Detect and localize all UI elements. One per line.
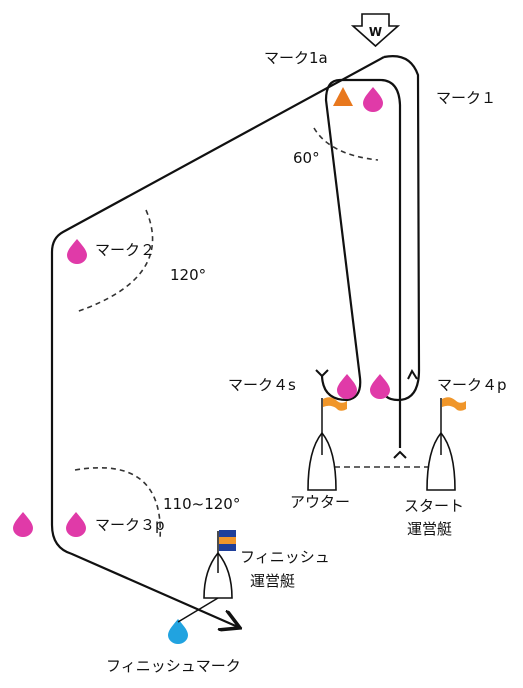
start-boat-icon [426, 397, 466, 491]
mark1a-label: マーク1a [264, 49, 328, 67]
mark3p-icon [66, 512, 86, 537]
start-line-arrow [393, 450, 407, 459]
mark1-icon [363, 87, 383, 112]
inner-course-line [320, 78, 402, 448]
angle-110-label: 110~120° [163, 495, 241, 513]
outer-boat-label: アウター [290, 493, 351, 511]
mark4p-label: マーク４p [437, 376, 507, 394]
mark1a-icon [333, 87, 353, 106]
finish-mark-icon [168, 619, 188, 644]
finish-mark-label: フィニッシュマーク [106, 657, 241, 675]
finish-boat-label-2: 運営艇 [250, 572, 296, 590]
mark1-label: マーク１ [436, 89, 497, 107]
outer-boat-icon [307, 397, 347, 491]
mark4s-turn-arrow [315, 369, 329, 377]
mark2-icon [67, 239, 87, 264]
angle-60-label: 60° [293, 149, 320, 167]
outer-course-line [50, 56, 385, 627]
mark4p-turn-arrow [407, 368, 418, 380]
mark3p-outer-icon [13, 512, 33, 537]
angle-arc-110 [74, 466, 162, 541]
mark3p-label: マーク３p [95, 516, 165, 534]
mark4s-label: マーク４s [228, 376, 296, 394]
finish-boat-label-1: フィニッシュ [240, 548, 330, 566]
mark2-label: マーク２ [95, 241, 156, 259]
start-boat-label-1: スタート [404, 497, 465, 515]
angle-120-label: 120° [170, 266, 207, 284]
mark4p-icon [370, 374, 390, 399]
angle-arc-120 [75, 209, 154, 313]
finish-boat-icon [177, 530, 236, 623]
wind-arrow-icon [350, 13, 401, 48]
angle-arc-60 [313, 127, 379, 161]
mark4s-icon [337, 374, 357, 399]
start-boat-label-2: 運営艇 [407, 520, 453, 538]
wind-label: W [369, 25, 382, 39]
